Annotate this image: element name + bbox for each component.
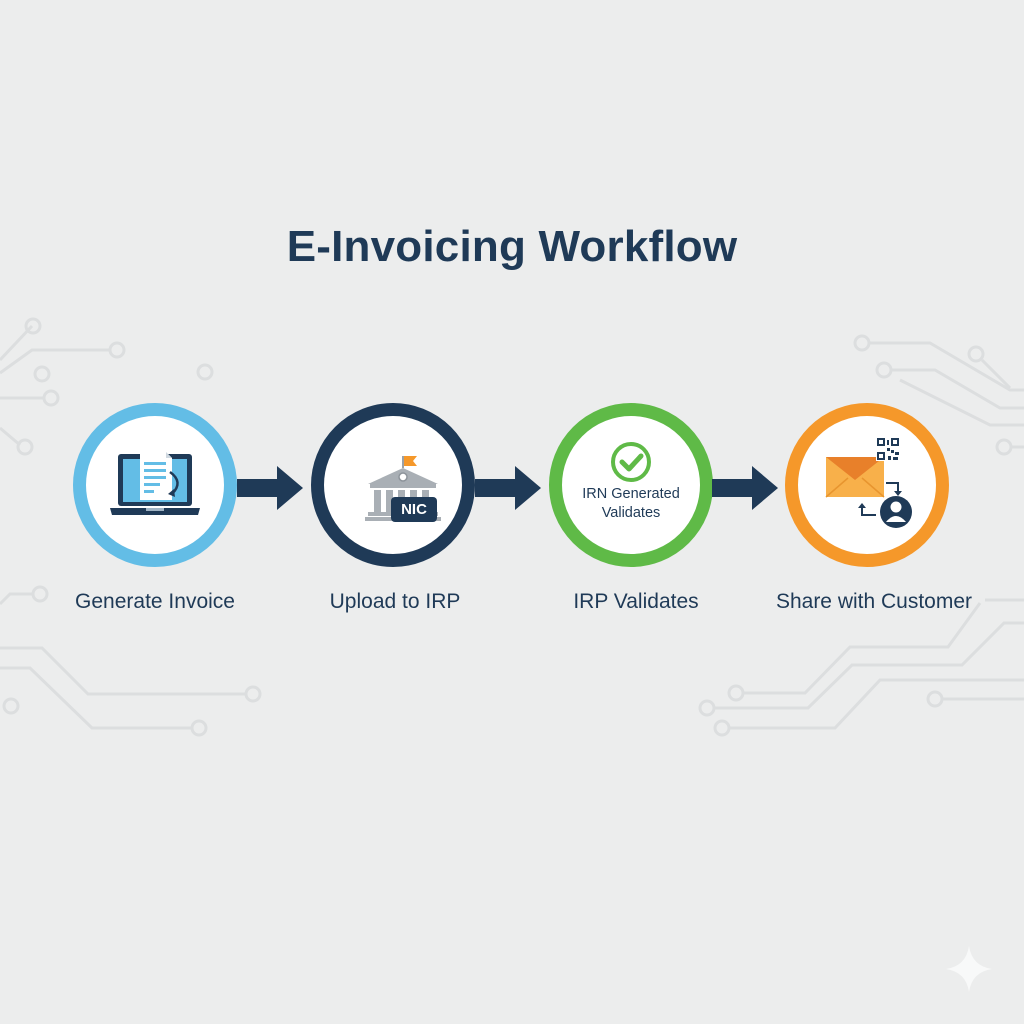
arrow-right-icon [237, 466, 303, 510]
nic-badge: NIC [391, 497, 437, 522]
arrow-right-icon [712, 466, 778, 510]
email-qr-user-icon [825, 437, 912, 528]
irn-generated-text: IRN Generated [582, 486, 680, 502]
step-upload-to-irp: NIC [311, 403, 475, 567]
validates-text: Validates [601, 505, 661, 521]
sparkle-icon [946, 946, 992, 992]
government-building-icon [365, 456, 441, 521]
step-share-with-customer [785, 403, 949, 567]
laptop-document-icon [110, 452, 200, 515]
check-circle-icon [611, 442, 651, 482]
step-irp-validates: IRN Generated Validates [549, 403, 713, 567]
step-label-generate-invoice: Generate Invoice [75, 590, 235, 613]
step-generate-invoice [73, 403, 237, 567]
step-label-share-with-customer: Share with Customer [775, 590, 973, 613]
arrow-right-icon [475, 466, 541, 510]
step-label-irp-validates: IRP Validates [573, 590, 699, 613]
step-label-upload-to-irp: Upload to IRP [329, 590, 461, 613]
page-title: E-Invoicing Workflow [286, 222, 738, 271]
